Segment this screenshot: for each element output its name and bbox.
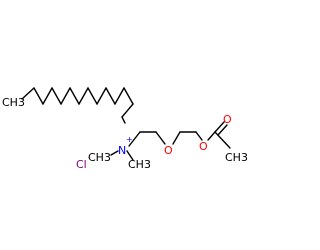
carbonyl-bond: [214, 131, 231, 149]
n-ch2-bond: [128, 131, 141, 147]
carbonyl-oxygen-label: O: [223, 113, 232, 126]
chain-bond: [121, 103, 134, 118]
atom-labels: CH3 N + CH3 CH3 O O O CH3 Cl -: [2, 96, 248, 171]
chain-bond: [123, 87, 134, 105]
nitrogen-label: N: [118, 144, 126, 157]
chain-bond: [96, 87, 107, 105]
chain-bond: [51, 87, 62, 105]
chain-bond: [114, 87, 125, 105]
alkyl-chain: [21, 87, 134, 124]
nitrogen-charge-label: +: [126, 135, 133, 144]
chloride-charge-label: -: [88, 153, 91, 162]
n-methyl-bottom-bond: [126, 150, 134, 161]
chain-bond: [42, 87, 53, 105]
n-methyl-bottom-label: CH3: [128, 158, 151, 171]
chain-bond: [155, 131, 166, 145]
structure-canvas: CH3 N + CH3 CH3 O O O CH3 Cl -: [2, 87, 248, 171]
molecule-structure: CH3 N + CH3 CH3 O O O CH3 Cl -: [2, 87, 248, 171]
ester-o-bond: [207, 131, 216, 141]
chain-bond: [78, 87, 89, 105]
carbonyl-double-bond-a: [214, 121, 225, 133]
chain-bond: [33, 87, 44, 105]
ester-methyl-label: CH3: [225, 151, 248, 164]
n-methyl-left-bond: [110, 150, 119, 156]
ether-oxygen-label: O: [164, 144, 173, 157]
chain-bond: [195, 131, 203, 141]
n-methyl-left-label: CH3: [88, 151, 111, 164]
chloride-label: Cl: [76, 158, 87, 171]
chain-bond: [105, 87, 116, 105]
chain-bond: [60, 87, 71, 105]
ester-oxygen-label: O: [199, 140, 208, 153]
ether-o-bond: [172, 131, 181, 145]
carbonyl-double-bond-b: [217, 124, 228, 136]
methyl-top-left-label: CH3: [2, 96, 25, 109]
chain-bond: [21, 87, 35, 100]
chain-bond: [87, 87, 98, 105]
chain-bond: [121, 116, 126, 124]
chain-bond: [69, 87, 80, 105]
